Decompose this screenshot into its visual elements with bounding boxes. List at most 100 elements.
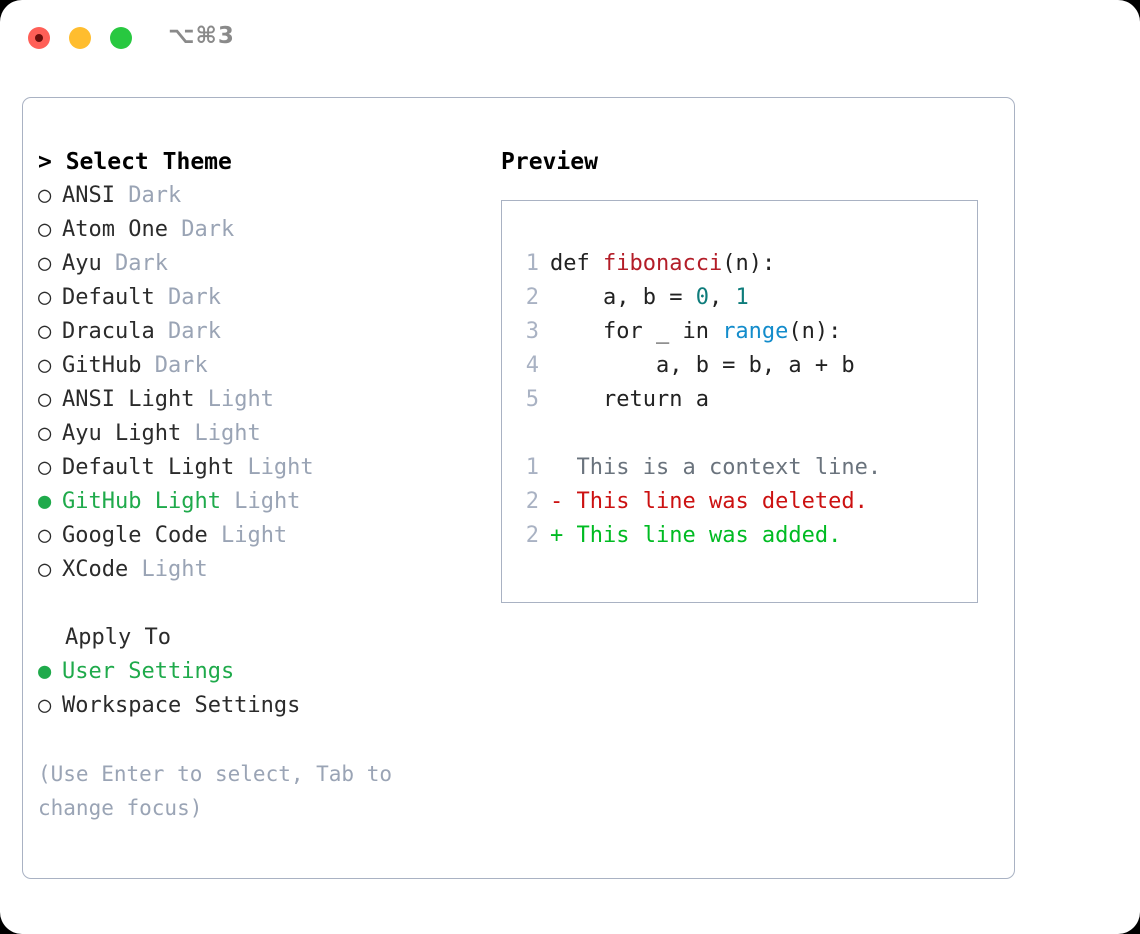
theme-list[interactable]: ○ANSI Dark○Atom One Dark○Ayu Dark○Defaul… xyxy=(38,179,478,587)
spacer xyxy=(102,251,115,276)
theme-name: GitHub Light xyxy=(62,489,221,514)
theme-variant-tag: Light xyxy=(247,455,314,480)
diff-line: 2 + This line was added. xyxy=(515,519,881,553)
code-token: return a xyxy=(550,387,709,412)
diff-text: This line was deleted. xyxy=(576,489,868,514)
theme-name: Default xyxy=(62,285,155,310)
radio-empty-icon: ○ xyxy=(38,251,52,276)
main-panel: > Select Theme ○ANSI Dark○Atom One Dark○… xyxy=(22,97,1015,879)
diff-line: 2- This line was deleted. xyxy=(515,485,881,519)
close-button[interactable] xyxy=(28,27,50,49)
radio-empty-icon: ○ xyxy=(38,693,52,718)
spacer xyxy=(221,489,234,514)
theme-list-item[interactable]: ○ GitHub Dark xyxy=(38,349,478,383)
theme-list-item[interactable]: ○Default Light Light xyxy=(38,451,478,485)
spacer xyxy=(115,183,128,208)
theme-variant-tag: Dark xyxy=(181,217,235,242)
theme-variant-tag: Light xyxy=(141,557,208,582)
keyboard-shortcut-label: ⌥⌘3 xyxy=(168,23,235,49)
code-token: 0 xyxy=(695,285,709,310)
preview-header: Preview xyxy=(501,149,598,175)
apply-to-header: Apply To xyxy=(65,625,171,650)
theme-variant-tag: Light xyxy=(234,489,301,514)
radio-selected-icon: ● xyxy=(38,659,52,684)
radio-empty-icon: ○ xyxy=(38,353,52,378)
theme-list-item[interactable]: ○Google Code Light xyxy=(38,519,478,553)
code-gap xyxy=(515,417,881,451)
theme-name: Ayu Light xyxy=(62,421,182,446)
apply-to-item[interactable]: ○ Workspace Settings xyxy=(38,689,478,723)
theme-list-item[interactable]: ○Default Dark xyxy=(38,281,478,315)
spacer xyxy=(208,523,221,548)
code-token: for _ in xyxy=(550,319,723,344)
code-line: 3 for _ in range(n): xyxy=(515,315,881,349)
theme-variant-tag: Dark xyxy=(167,319,221,344)
theme-name: GitHub xyxy=(62,353,142,378)
diff-marker: - xyxy=(550,489,577,514)
line-number: 2 xyxy=(525,523,539,548)
spacer xyxy=(141,353,154,378)
spacer xyxy=(128,557,141,582)
diff-line: 1 This is a context line. xyxy=(515,451,881,485)
code-token: (n): xyxy=(788,319,842,344)
line-number: 3 xyxy=(525,319,539,344)
code-token: range xyxy=(722,319,789,344)
theme-list-item[interactable]: ○Ayu Dark xyxy=(38,247,478,281)
radio-empty-icon: ○ xyxy=(38,557,52,582)
diff-marker: + xyxy=(550,523,577,548)
theme-variant-tag: Dark xyxy=(154,353,208,378)
theme-name: Default Light xyxy=(62,455,235,480)
diff-text: This line was added. xyxy=(576,523,842,548)
theme-list-item[interactable]: ○ANSI Light Light xyxy=(38,383,478,417)
spacer xyxy=(234,455,247,480)
select-theme-header: > Select Theme xyxy=(38,149,232,175)
theme-list-item[interactable]: ○Dracula Dark xyxy=(38,315,478,349)
line-number: 4 xyxy=(525,353,539,378)
section-spacer xyxy=(38,587,478,621)
code-token: , xyxy=(708,285,736,310)
apply-to-label: Workspace Settings xyxy=(62,693,301,718)
code-line: 2 a, b = 0, 1 xyxy=(515,281,881,315)
apply-to-item[interactable]: ● User Settings xyxy=(38,655,478,689)
theme-name: Atom One xyxy=(62,217,168,242)
code-token: a, b = b, a + b xyxy=(550,353,855,378)
code-line: 4 a, b = b, a + b xyxy=(515,349,881,383)
theme-name: ANSI xyxy=(62,183,115,208)
radio-empty-icon: ○ xyxy=(38,217,52,242)
spacer xyxy=(181,421,194,446)
radio-empty-icon: ○ xyxy=(38,319,52,344)
keyboard-hint-text: (Use Enter to select, Tab to change focu… xyxy=(38,762,393,820)
line-number: 5 xyxy=(525,387,539,412)
theme-name: ANSI Light xyxy=(62,387,195,412)
theme-list-item[interactable]: ●GitHub Light Light xyxy=(38,485,478,519)
minimize-button[interactable] xyxy=(69,27,91,49)
theme-list-item[interactable]: ○ Atom One Dark xyxy=(38,213,478,247)
code-token: fibonacci xyxy=(602,251,723,276)
theme-variant-tag: Light xyxy=(220,523,288,548)
theme-picker-pane: > Select Theme ○ANSI Dark○Atom One Dark○… xyxy=(38,145,478,825)
theme-variant-tag: Light xyxy=(194,421,261,446)
theme-list-item[interactable]: ○XCode Light xyxy=(38,553,478,587)
code-token: def xyxy=(550,251,603,276)
theme-variant-tag: Dark xyxy=(167,285,221,310)
apply-to-label: User Settings xyxy=(62,659,235,684)
spacer xyxy=(155,285,168,310)
code-line: 5 return a xyxy=(515,383,881,417)
spacer xyxy=(194,387,207,412)
radio-empty-icon: ○ xyxy=(38,523,52,548)
code-token: 1 xyxy=(735,285,749,310)
line-number: 1 xyxy=(525,251,539,276)
apply-to-list[interactable]: ● User Settings ○ Workspace Settings xyxy=(38,655,478,723)
radio-empty-icon: ○ xyxy=(38,183,52,208)
diff-text: This is a context line. xyxy=(576,455,882,480)
theme-list-item[interactable]: ○Ayu Light Light xyxy=(38,417,478,451)
theme-name: Ayu xyxy=(62,251,102,276)
code-token: a, b = xyxy=(550,285,696,310)
theme-list-item[interactable]: ○ANSI Dark xyxy=(38,179,478,213)
maximize-button[interactable] xyxy=(110,27,132,49)
